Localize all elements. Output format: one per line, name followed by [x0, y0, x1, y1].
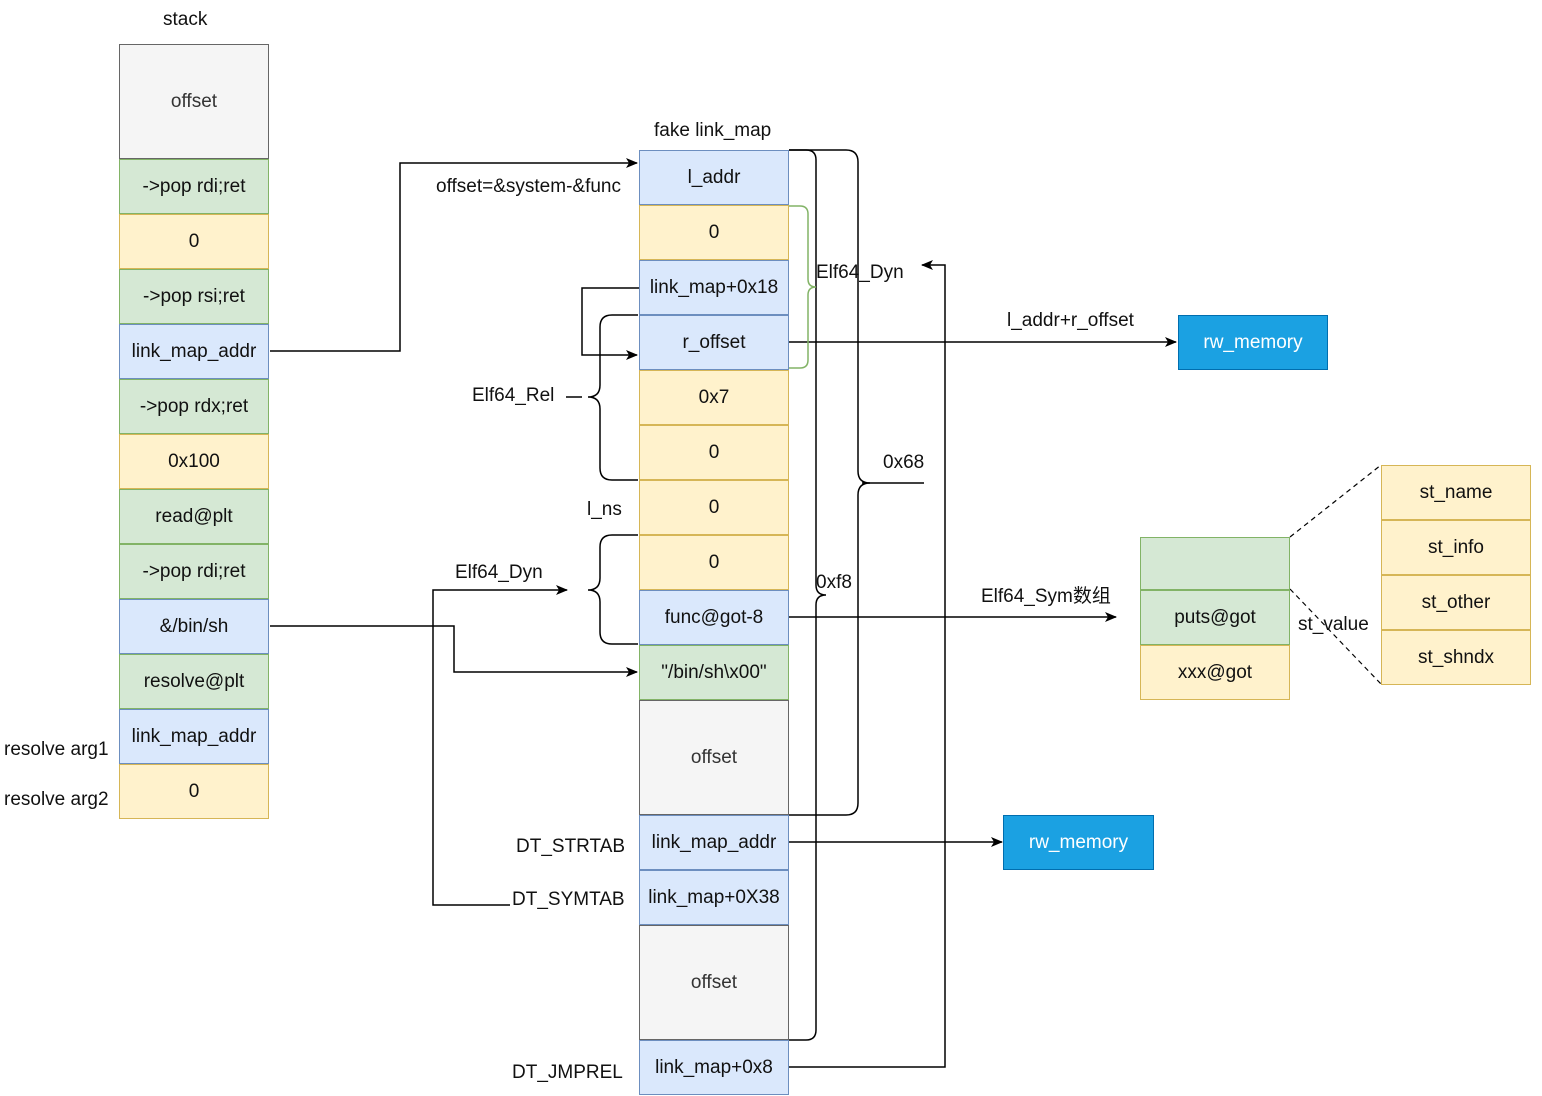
brace-elf64-dyn-top — [789, 205, 817, 369]
link-map-cell: r_offset — [639, 315, 789, 370]
stack-cell: resolve@plt — [119, 654, 269, 709]
link-map-cell: "/bin/sh\x00" — [639, 645, 789, 700]
elf64-dyn-mid-label: Elf64_Dyn — [455, 562, 543, 583]
sym-field-cell: st_other — [1381, 575, 1531, 630]
arrow-linkmap-to-laddr — [270, 158, 638, 352]
link-map-cell: 0x7 — [639, 370, 789, 425]
hex-0x68-label: 0x68 — [883, 452, 925, 473]
stack-cell: 0 — [119, 764, 269, 819]
st-value-label: st_value — [1298, 614, 1369, 635]
hex-0xf8-label: 0xf8 — [816, 572, 852, 593]
stack-cell: 0x100 — [119, 434, 269, 489]
link-map-cell: 0 — [639, 480, 789, 535]
stack-cell: &/bin/sh — [119, 599, 269, 654]
link-map-cell: offset — [639, 925, 789, 1040]
got-cell — [1140, 537, 1290, 590]
got-cell: xxx@got — [1140, 645, 1290, 700]
resolve-arg2-label: resolve arg2 — [4, 789, 109, 810]
rw-memory-box-top: rw_memory — [1178, 315, 1328, 370]
resolve-arg1-label: resolve arg1 — [4, 739, 109, 760]
rw-memory-box-bottom: rw_memory — [1003, 815, 1154, 870]
arrow-binsh — [270, 625, 638, 677]
sym-field-cell: st_name — [1381, 465, 1531, 520]
sym-field-cell: st_shndx — [1381, 630, 1531, 685]
link-map-cell: offset — [639, 700, 789, 815]
stack-cell: 0 — [119, 214, 269, 269]
link-map-cell: 0 — [639, 535, 789, 590]
dt-jmprel-label: DT_JMPREL — [512, 1062, 623, 1083]
offset-formula-label: offset=&system-&func — [436, 176, 621, 197]
brace-elf64-rel — [587, 314, 638, 481]
arrow-jmprel-to-dyn — [789, 260, 946, 1068]
got-cell: puts@got — [1140, 590, 1290, 645]
arrow-symtab-to-dyn — [432, 585, 568, 906]
l-ns-label: l_ns — [587, 499, 622, 520]
stack-cell: ->pop rdx;ret — [119, 379, 269, 434]
link-map-cell: 0 — [639, 205, 789, 260]
link-map-cell: func@got-8 — [639, 590, 789, 645]
link-map-cell: 0 — [639, 425, 789, 480]
link-map-cell: link_map+0X38 — [639, 870, 789, 925]
dt-symtab-label: DT_SYMTAB — [512, 889, 625, 910]
elf64-sym-array-label: Elf64_Sym数组 — [981, 586, 1111, 607]
stack-cell: ->pop rdi;ret — [119, 159, 269, 214]
brace-0x68 — [789, 149, 871, 816]
brace-elf64-dyn-mid — [587, 534, 638, 645]
link-map-cell: l_addr — [639, 150, 789, 205]
brace-0xf8 — [789, 149, 827, 1041]
link-map-cell: link_map+0x18 — [639, 260, 789, 315]
elf64-rel-label: Elf64_Rel — [472, 385, 555, 406]
sym-field-cell: st_info — [1381, 520, 1531, 575]
stack-cell: read@plt — [119, 489, 269, 544]
stack-title: stack — [163, 9, 208, 30]
stack-cell: link_map_addr — [119, 324, 269, 379]
link-map-cell: link_map_addr — [639, 815, 789, 870]
link-map-title: fake link_map — [654, 120, 772, 141]
link-map-cell: link_map+0x8 — [639, 1040, 789, 1095]
stack-cell: ->pop rsi;ret — [119, 269, 269, 324]
stack-cell: link_map_addr — [119, 709, 269, 764]
l-addr-r-offset-label: l_addr+r_offset — [1007, 310, 1134, 331]
stack-cell: offset — [119, 44, 269, 159]
stack-cell: ->pop rdi;ret — [119, 544, 269, 599]
arrow-0x18-to-roffset — [581, 287, 639, 360]
dt-strtab-label: DT_STRTAB — [516, 836, 626, 857]
elf64-dyn-top-label: Elf64_Dyn — [816, 262, 904, 283]
